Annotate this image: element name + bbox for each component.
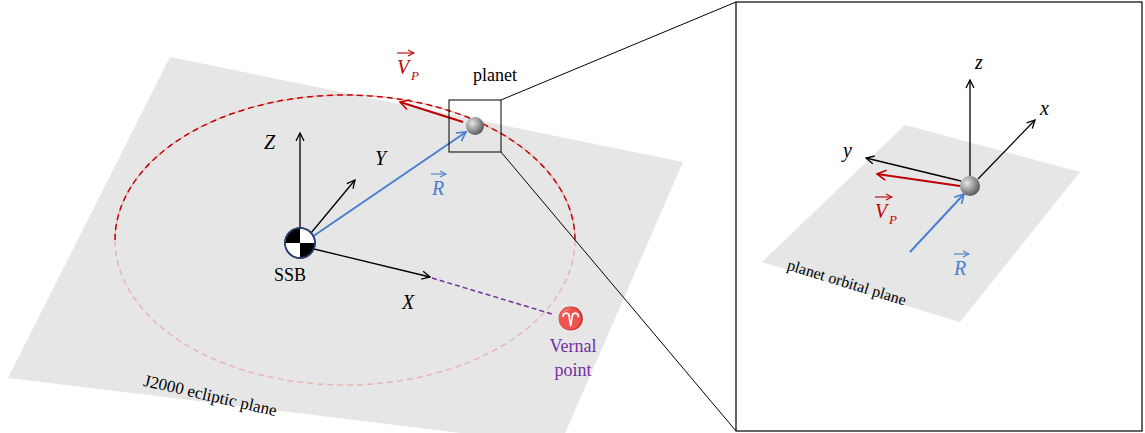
position-label: R (432, 178, 444, 198)
axis-label: z (975, 52, 983, 72)
axis-label: Z (264, 132, 275, 152)
axis-label: Y (375, 148, 386, 168)
velocity-label: V (875, 201, 887, 221)
velocity-label: V (397, 57, 409, 77)
velocity-subscript: P (411, 69, 419, 82)
origin-label: SSB (274, 266, 306, 284)
vernal-label: Vernal point (538, 334, 608, 383)
aries-symbol: ♈ (557, 308, 584, 330)
position-label: R (954, 258, 966, 278)
planet-label: planet (473, 66, 517, 84)
axis-label: y (843, 140, 852, 160)
velocity-subscript: P (889, 213, 897, 226)
axis-label: X (402, 292, 414, 312)
axis-label: x (1040, 98, 1049, 118)
